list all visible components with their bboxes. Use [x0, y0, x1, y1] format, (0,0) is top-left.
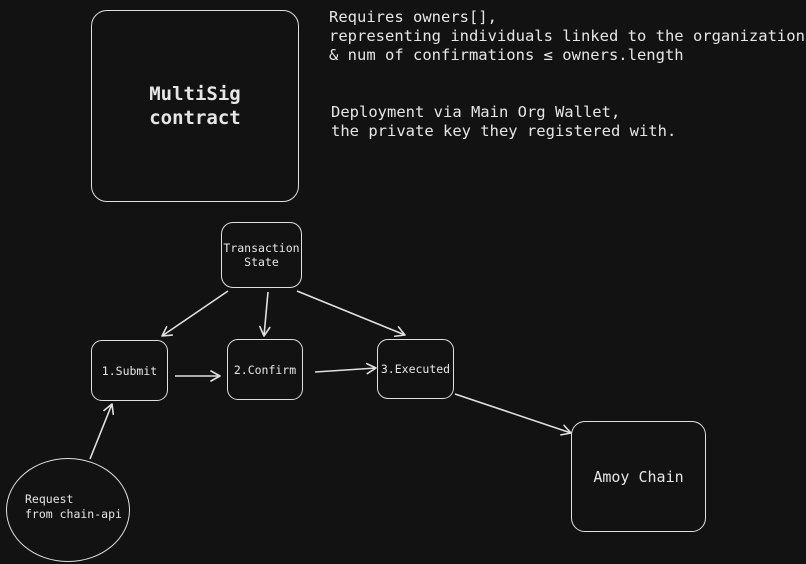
arrow-state-to-submit — [161, 290, 229, 337]
deployment-note: Deployment via Main Org Wallet, the priv… — [331, 103, 677, 140]
executed-node: 3.Executed — [377, 339, 454, 399]
amoy-chain-label: Amoy Chain — [593, 467, 684, 486]
executed-label: 3.Executed — [380, 362, 451, 376]
request-node — [6, 458, 130, 562]
arrow-state-to-executed — [296, 290, 406, 338]
confirm-label: 2.Confirm — [233, 362, 297, 377]
arrow-request-to-submit — [89, 403, 115, 460]
arrow-executed-to-amoy — [454, 393, 572, 436]
transaction-state-label: Transaction State — [223, 241, 300, 269]
submit-node: 1.Submit — [91, 340, 168, 401]
arrow-confirm-to-executed — [314, 362, 377, 375]
arrow-state-to-confirm — [259, 291, 271, 337]
confirm-node: 2.Confirm — [227, 339, 303, 400]
multisig-contract-node: MultiSig contract — [91, 10, 299, 202]
transaction-state-node: Transaction State — [221, 222, 302, 288]
owners-note: Requires owners[], representing individu… — [329, 8, 805, 64]
amoy-chain-node: Amoy Chain — [571, 421, 706, 532]
multisig-contract-label: MultiSig contract — [149, 83, 241, 129]
request-label: Request from chain-api — [25, 492, 122, 521]
submit-label: 1.Submit — [101, 363, 158, 378]
